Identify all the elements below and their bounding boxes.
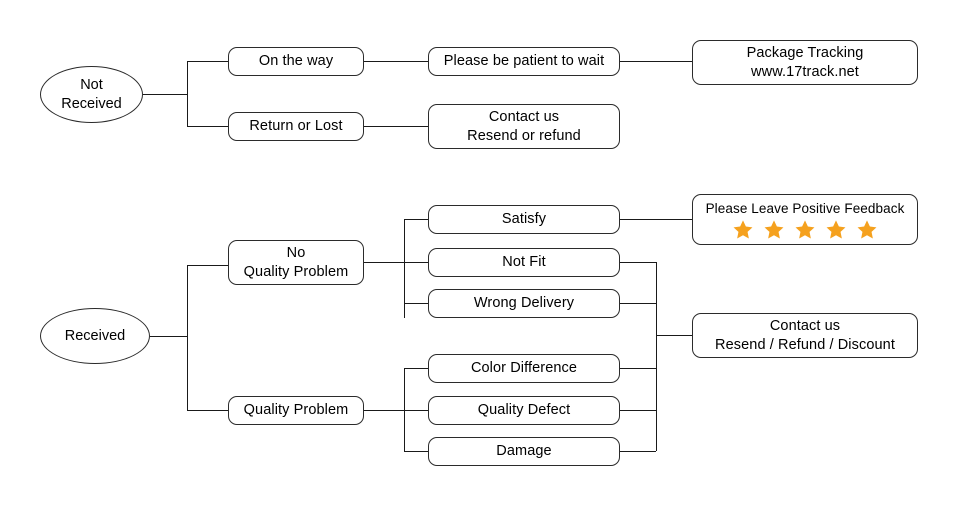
- connector-wait-to-tracking: [620, 61, 692, 62]
- star-icon: [794, 219, 816, 240]
- node-damage[interactable]: Damage: [428, 437, 620, 466]
- connector-to-not-fit: [404, 262, 428, 263]
- connector-to-on-the-way: [187, 61, 228, 62]
- connector-to-quality-problem: [187, 410, 228, 411]
- node-not-fit[interactable]: Not Fit: [428, 248, 620, 277]
- node-return-or-lost[interactable]: Return or Lost: [228, 112, 364, 141]
- connector-nqp-bus: [404, 219, 405, 318]
- connector-color-difference-to-merge: [620, 368, 656, 369]
- connector-to-color-difference: [404, 368, 428, 369]
- node-not-received-line2: Received: [61, 95, 122, 112]
- node-contact-resend-refund[interactable]: Contact us Resend or refund: [428, 104, 620, 149]
- node-received[interactable]: Received: [40, 308, 150, 364]
- node-damage-label: Damage: [496, 443, 552, 460]
- node-satisfy-label: Satisfy: [501, 211, 547, 228]
- node-no-quality-problem-line1: No: [286, 244, 306, 261]
- connector-satisfy-to-feedback: [620, 219, 692, 220]
- node-return-or-lost-label: Return or Lost: [249, 118, 343, 135]
- node-color-difference[interactable]: Color Difference: [428, 354, 620, 383]
- node-quality-problem-label: Quality Problem: [243, 402, 349, 419]
- node-wrong-delivery-label: Wrong Delivery: [473, 295, 575, 312]
- node-not-received[interactable]: Not Received: [40, 66, 143, 123]
- node-not-received-line1: Not: [80, 76, 103, 93]
- node-leave-positive-feedback[interactable]: Please Leave Positive Feedback: [692, 194, 918, 245]
- node-on-the-way-label: On the way: [258, 53, 334, 70]
- connector-damage-to-merge: [620, 451, 656, 452]
- node-satisfy[interactable]: Satisfy: [428, 205, 620, 234]
- node-please-be-patient[interactable]: Please be patient to wait: [428, 47, 620, 76]
- node-contact-discount-line1: Contact us: [769, 317, 841, 334]
- node-package-tracking-line2: www.17track.net: [751, 63, 859, 80]
- node-contact-resend-refund-discount[interactable]: Contact us Resend / Refund / Discount: [692, 313, 918, 358]
- connector-received-stem: [150, 336, 187, 337]
- node-no-quality-problem-line2: Quality Problem: [243, 263, 349, 280]
- connector-quality-defect-to-merge: [620, 410, 656, 411]
- connector-merge-to-contact: [656, 335, 692, 336]
- node-please-be-patient-label: Please be patient to wait: [443, 53, 605, 70]
- connector-to-quality-defect: [404, 410, 428, 411]
- connector-merge-bus: [656, 262, 657, 451]
- node-package-tracking[interactable]: Package Tracking www.17track.net: [692, 40, 918, 85]
- star-icon: [732, 219, 754, 240]
- connector-qp-bus: [404, 368, 405, 451]
- connector-return-or-lost-to-contact: [364, 126, 428, 127]
- connector-not-received-stem: [143, 94, 187, 95]
- node-not-fit-label: Not Fit: [502, 254, 546, 271]
- node-quality-defect-label: Quality Defect: [477, 402, 571, 419]
- feedback-title: Please Leave Positive Feedback: [705, 201, 905, 216]
- node-quality-defect[interactable]: Quality Defect: [428, 396, 620, 425]
- node-color-difference-label: Color Difference: [470, 360, 578, 377]
- node-package-tracking-line1: Package Tracking: [746, 44, 864, 61]
- connector-to-damage: [404, 451, 428, 452]
- connector-on-the-way-to-wait: [364, 61, 428, 62]
- star-icon: [856, 219, 878, 240]
- connector-to-return-or-lost: [187, 126, 228, 127]
- connector-nqp-stem: [364, 262, 404, 263]
- connector-received-bus: [187, 265, 188, 410]
- connector-to-wrong-delivery: [404, 303, 428, 304]
- star-rating[interactable]: [732, 219, 878, 240]
- connector-not-fit-to-merge: [620, 262, 656, 263]
- connector-to-no-quality-problem: [187, 265, 228, 266]
- node-contact-resend-refund-line1: Contact us: [488, 108, 560, 125]
- star-icon: [825, 219, 847, 240]
- connector-wrong-delivery-to-merge: [620, 303, 656, 304]
- node-received-label: Received: [64, 327, 126, 344]
- star-icon: [763, 219, 785, 240]
- node-no-quality-problem[interactable]: No Quality Problem: [228, 240, 364, 285]
- node-quality-problem[interactable]: Quality Problem: [228, 396, 364, 425]
- connector-not-received-bus: [187, 61, 188, 126]
- connector-to-satisfy: [404, 219, 428, 220]
- node-wrong-delivery[interactable]: Wrong Delivery: [428, 289, 620, 318]
- connector-qp-stem: [364, 410, 404, 411]
- node-on-the-way[interactable]: On the way: [228, 47, 364, 76]
- node-contact-resend-refund-line2: Resend or refund: [467, 127, 581, 144]
- node-contact-discount-line2: Resend / Refund / Discount: [715, 336, 895, 353]
